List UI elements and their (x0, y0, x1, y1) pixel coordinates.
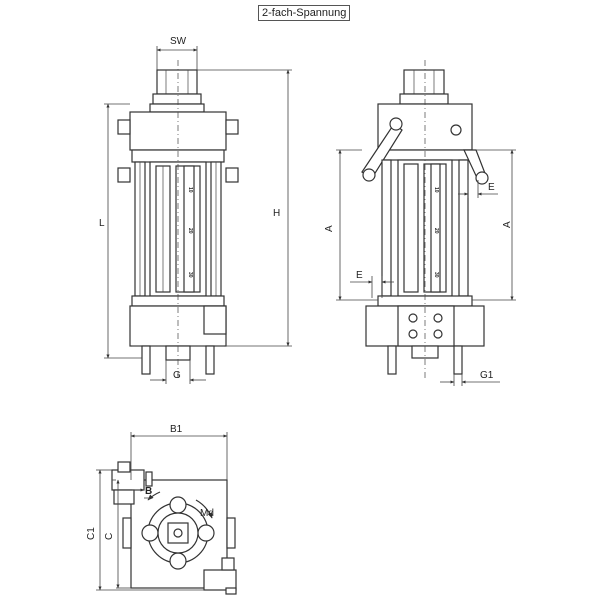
side-scale-20: 20 (433, 228, 439, 234)
side-view: 10 20 30 A A E (324, 60, 516, 386)
dim-h-label: H (273, 208, 280, 219)
side-scale-10: 10 (433, 187, 439, 193)
dim-sw-label: SW (170, 36, 187, 47)
top-view: B1 C C1 B Md (86, 424, 237, 595)
dim-a-right-label: A (502, 221, 513, 228)
dim-e-bottom-label: E (356, 270, 363, 281)
dim-b-label: B (145, 486, 152, 497)
dim-c1-label: C1 (86, 527, 97, 540)
dim-c-label: C (104, 533, 115, 540)
dim-g1-label: G1 (480, 370, 494, 381)
front-view: 10 20 30 SW L H G (99, 36, 292, 384)
dim-g-label: G (173, 370, 181, 381)
dim-e-top-label: E (488, 182, 495, 193)
front-scale-20: 20 (187, 228, 193, 234)
dim-l-label: L (99, 218, 105, 229)
side-scale-30: 30 (433, 272, 439, 278)
drawing-title: 2-fach-Spannung (258, 5, 351, 21)
torque-md-label: Md (200, 508, 214, 519)
dim-b1-label: B1 (170, 424, 183, 435)
front-scale-30: 30 (187, 272, 193, 278)
dim-a-left-label: A (324, 225, 335, 232)
front-scale-10: 10 (187, 187, 193, 193)
